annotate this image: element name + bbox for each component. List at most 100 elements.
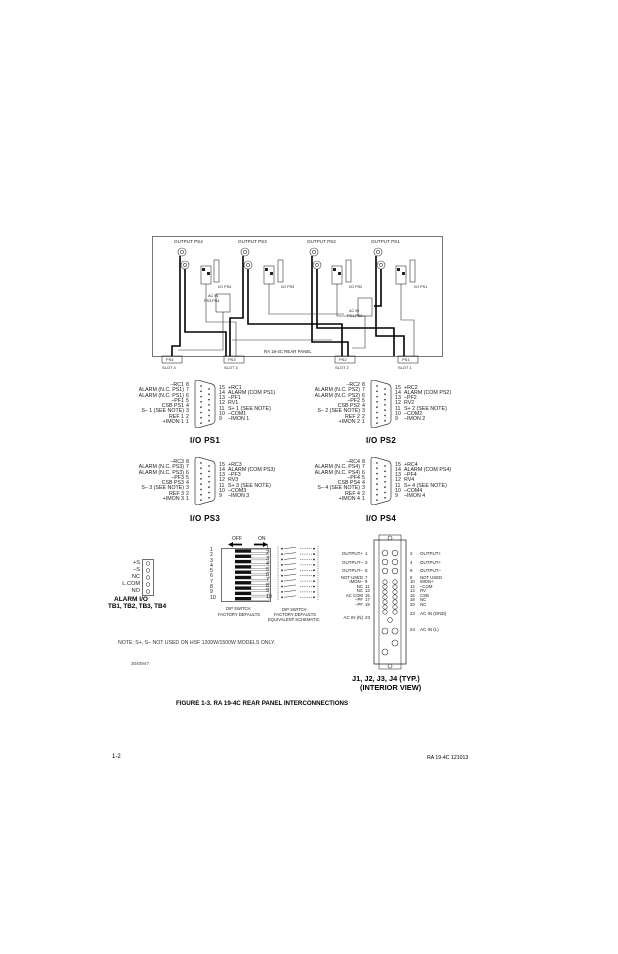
db15-connector-icon <box>194 380 216 428</box>
io-pin-number: 11 <box>395 482 401 489</box>
dip-number: 4 <box>266 561 269 568</box>
j-right-label: NC <box>420 602 427 608</box>
io-pin-number: 12 <box>219 400 225 407</box>
j-left-label: NC <box>356 583 363 589</box>
j-pin-number: 19 <box>365 602 370 608</box>
io-left-label: ALARM (N.C. PS4) <box>314 469 360 476</box>
io-pin-number: 2 <box>186 490 189 497</box>
io-ps4-title: I/O PS4 <box>366 514 397 523</box>
io-pin-number: 14 <box>219 389 225 396</box>
dip-on-label: ON <box>258 536 266 542</box>
io-right-label: –PF1 <box>228 395 241 402</box>
io-pin-number: 13 <box>219 472 225 479</box>
io-right-label: +RC2 <box>404 384 418 391</box>
j-pin-number: 12 <box>410 583 415 589</box>
io-left-label: S– 2 (SEE NOTE) <box>317 408 360 415</box>
j-right-label: AC IN (GND) <box>420 610 447 616</box>
io-pin-number: 7 <box>186 464 189 471</box>
dip-switch-icon <box>221 548 271 602</box>
io-pin-number: 8 <box>186 459 189 465</box>
j-right-label: AC IN (L) <box>420 627 439 633</box>
rear-panel-svg <box>152 236 443 364</box>
io-pin-number: 12 <box>219 477 225 484</box>
io-left-label: –RC3 <box>170 459 184 465</box>
dip-number: 6 <box>266 572 269 579</box>
io-pin-number: 7 <box>186 387 189 394</box>
ac-in-left-label: AC IN <box>208 294 219 298</box>
j-left-label: AC IN (N) <box>343 614 364 620</box>
io-pin-number: 9 <box>219 416 222 423</box>
io-pin-number: 13 <box>219 395 225 402</box>
j-pin-number: 8 <box>410 574 413 580</box>
io-connector-ps4: –RC4 ALARM (N.C. PS4) ALARM (N.C. PS4) –… <box>292 457 462 525</box>
io-pin-number: 11 <box>219 405 225 412</box>
io-pin-number: 1 <box>186 496 189 503</box>
io-left-label: –PF4 <box>347 474 360 481</box>
j-pin-number: 1 <box>365 551 368 556</box>
io-pin-number: 10 <box>395 410 401 417</box>
io-left-label: +IMON 3 <box>162 496 184 503</box>
io-ps1-title: I/O PS1 <box>190 436 221 445</box>
j-pin-number: 5 <box>365 568 368 573</box>
io-right-label: –PF2 <box>404 395 417 402</box>
io-pin-number: 4 <box>186 403 189 410</box>
io-left-label: REF 2 <box>344 413 360 420</box>
dip2-caption-a: DIP SWITCH <box>282 607 307 612</box>
dip1-caption-a: DIP SWITCH <box>226 606 251 611</box>
io-pin-number: 2 <box>362 413 365 420</box>
dip-number: 9 <box>210 589 213 596</box>
j-pin-number: 3 <box>365 559 368 565</box>
j-right-label: OUTPUT+ <box>420 551 442 556</box>
io-right-label: S+ 1 (SEE NOTE) <box>228 405 271 412</box>
io-pin-number: 3 <box>362 408 365 415</box>
io-ps3-title: I/O PS3 <box>190 514 221 523</box>
ps2-tag: PS2 <box>339 357 347 362</box>
ac-in-right-label: AC IN <box>349 309 360 313</box>
io-pin-number: 12 <box>395 400 401 407</box>
io-ps3-small: I/O PS3 <box>281 285 295 289</box>
io-ps2-small: I/O PS2 <box>349 285 363 289</box>
dip-switch-schematic: 1 2 3 4 5 6 7 8 9 10 <box>266 545 332 626</box>
io-pin-number: 13 <box>395 472 401 479</box>
io-pin-number: 1 <box>362 496 365 503</box>
io-pin-number: 7 <box>362 464 365 471</box>
io-left-label: CSB PS4 <box>337 480 360 487</box>
j-pin-number: 23 <box>365 614 371 620</box>
j-pin-number: 18 <box>410 597 415 603</box>
ac-in-left-sub: PS3,PS4 <box>204 299 220 303</box>
io-connector-ps3: –RC3 ALARM (N.C. PS3) ALARM (N.C. PS3) –… <box>116 457 276 525</box>
io-right-label: S+ 3 (SEE NOTE) <box>228 482 271 489</box>
rear-panel-label: RA 19-4C REAR PANEL <box>264 349 312 354</box>
j-right-label: OUTPUT– <box>420 568 442 573</box>
slot3-label: SLOT 3 <box>224 365 238 370</box>
io-left-label: +IMON 1 <box>162 419 184 426</box>
io-pin-number: 1 <box>362 419 365 426</box>
db15-connector-icon <box>194 457 216 505</box>
dip-number: 8 <box>210 584 213 591</box>
io-right-label: –IMON 1 <box>228 416 250 423</box>
arrow-left-icon <box>228 542 242 547</box>
note-text: NOTE: S+, S– NOT USED ON HSF 1200W/1500W… <box>118 640 276 646</box>
io-pin-number: 11 <box>219 482 225 489</box>
ps3-tag: PS3 <box>228 357 236 362</box>
io-right-label: S+ 4 (SEE NOTE) <box>404 482 447 489</box>
page-number: 1-2 <box>112 754 121 760</box>
output-ps4-label: OUTPUT PS4 <box>174 239 203 244</box>
j-left-label: OUTPUT– <box>341 559 363 565</box>
io-pin-number: 6 <box>186 469 189 476</box>
io-right-label: ALARM (COM PS1) <box>228 389 276 396</box>
j-pin-number: 24 <box>410 627 416 633</box>
j-connector-title: J1, J2, J3, J4 (TYP.) <box>352 674 420 683</box>
io-pin-number: 4 <box>362 403 365 410</box>
io-pin-number: 4 <box>186 480 189 487</box>
io-pin-number: 8 <box>186 382 189 388</box>
io-right-label: ALARM (COM PS2) <box>404 389 452 396</box>
j-left-label: OUTPUT+ <box>341 551 363 556</box>
io-pin-number: 6 <box>362 469 365 476</box>
io-right-label: ALARM (COM PS4) <box>404 466 452 473</box>
io-left-label: S– 3 (SEE NOTE) <box>141 485 184 492</box>
slot4-label: SLOT 4 <box>162 365 176 370</box>
j-right-label: IMON+ <box>420 579 434 585</box>
io-pin-number: 5 <box>186 397 189 404</box>
dip-off-label: OFF <box>232 536 242 542</box>
